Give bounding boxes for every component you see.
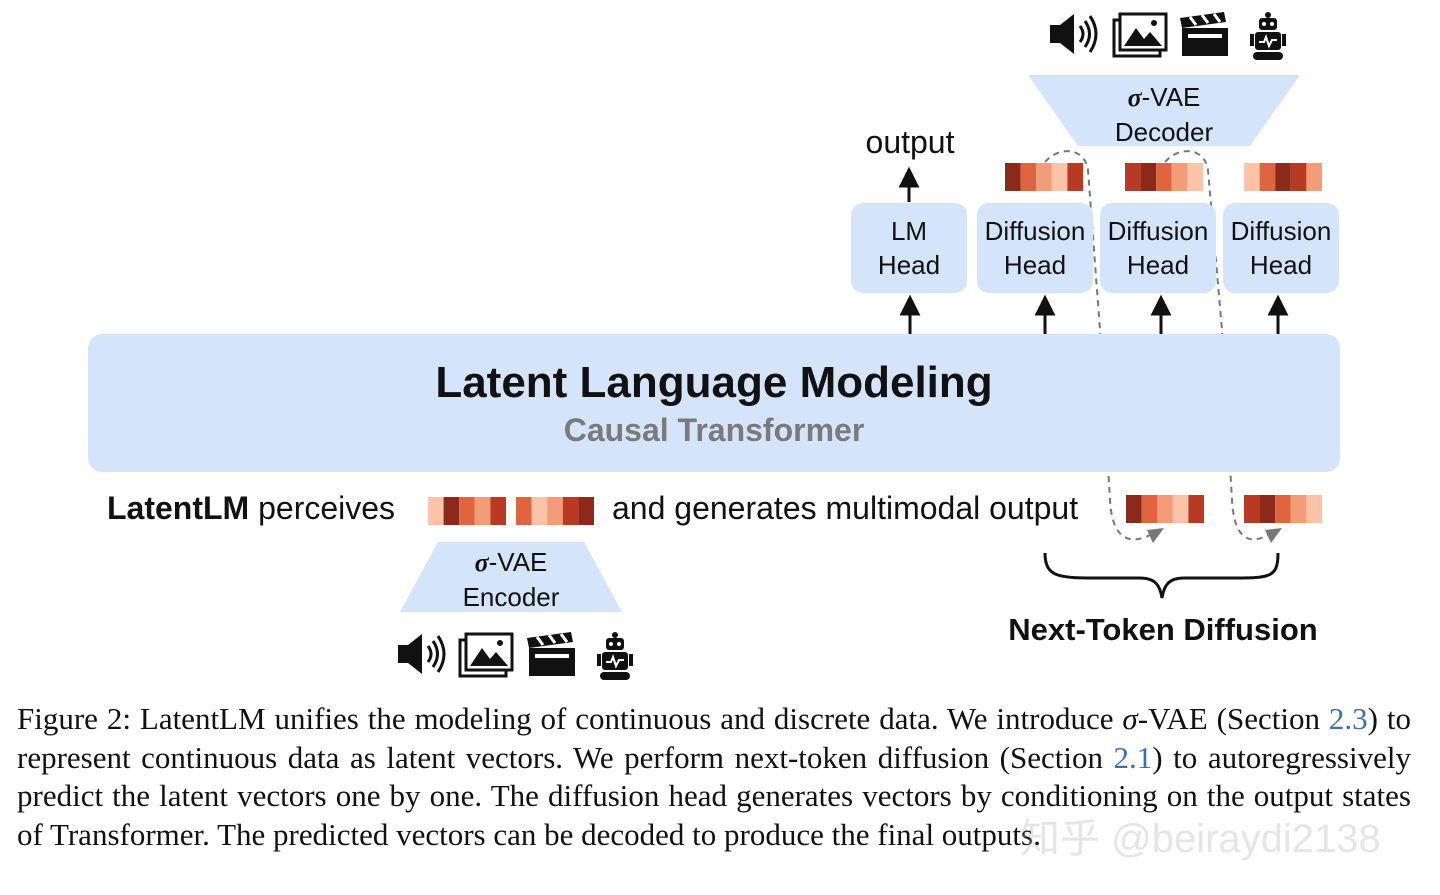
head-label-line1: Diffusion bbox=[984, 216, 1086, 246]
decoder-trapezoid bbox=[1028, 75, 1300, 146]
token-cell bbox=[1157, 495, 1173, 523]
figure-caption: Figure 2: LatentLM unifies the modeling … bbox=[17, 700, 1411, 854]
encoder-input-speaker-icon bbox=[398, 634, 446, 674]
token-cell bbox=[1171, 163, 1188, 191]
caption-after-sigma: -VAE (Section bbox=[1137, 701, 1329, 736]
token-cell bbox=[1275, 495, 1291, 523]
encoder-input-image-icon bbox=[458, 632, 514, 678]
token-cell bbox=[1005, 163, 1021, 191]
diffusion-head-2: Diffusion Head bbox=[1100, 203, 1216, 293]
token-cell bbox=[443, 497, 460, 525]
token-cell bbox=[1172, 495, 1189, 523]
token-cell bbox=[1290, 163, 1307, 191]
caption-prefix: Figure 2: LatentLM unifies the modeling … bbox=[17, 701, 1123, 736]
diffusion-head-3: Diffusion Head bbox=[1223, 203, 1339, 293]
next-token-brace bbox=[1043, 552, 1280, 599]
decoder-token-2 bbox=[1125, 163, 1203, 191]
encoder-vae-text: -VAE bbox=[488, 547, 548, 577]
decoder-token-1 bbox=[1005, 163, 1083, 191]
token-cell bbox=[1126, 495, 1142, 523]
perceives-text: perceives bbox=[249, 490, 396, 526]
caption-sigma: σ bbox=[1122, 701, 1138, 736]
perceive-line-right: and generates multimodal output bbox=[612, 490, 1079, 526]
caption-rest: ) to autoregressively predict the latent… bbox=[17, 739, 1411, 852]
token-cell bbox=[1051, 163, 1068, 191]
head-label-line1: LM bbox=[890, 216, 928, 246]
token-cell bbox=[562, 497, 579, 525]
encoder-label: σ-VAE Encoder bbox=[430, 545, 592, 614]
decoder-token-3 bbox=[1244, 163, 1322, 191]
head-label-line2: Head bbox=[877, 250, 941, 280]
token-cell bbox=[1306, 495, 1322, 523]
token-cell bbox=[1067, 163, 1083, 191]
token-cell bbox=[1259, 163, 1276, 191]
latent-language-modeling-block bbox=[88, 334, 1340, 472]
token-cell bbox=[1156, 163, 1172, 191]
encoder-trapezoid bbox=[400, 542, 622, 612]
token-cell bbox=[1036, 163, 1052, 191]
head-label-line2: Head bbox=[1126, 250, 1190, 280]
token-cell bbox=[1306, 163, 1322, 191]
decoder-output-speaker-icon bbox=[1050, 14, 1098, 54]
head-label-line2: Head bbox=[1249, 250, 1313, 280]
output-label: output bbox=[865, 124, 955, 160]
decoder-vae-text: -VAE bbox=[1141, 82, 1201, 112]
caption-ref-section-2-3[interactable]: 2.3 bbox=[1328, 701, 1368, 736]
token-cell bbox=[1275, 163, 1291, 191]
caption-mid: ) to represent continuous data as latent… bbox=[17, 701, 1411, 775]
token-cell bbox=[516, 497, 532, 525]
main-block-title: Latent Language Modeling bbox=[435, 358, 993, 407]
decoder-label: σ-VAE Decoder bbox=[1078, 80, 1250, 149]
token-cell bbox=[1125, 163, 1141, 191]
watermark: 知乎 @beiraydi2138 bbox=[1020, 817, 1381, 861]
token-cell bbox=[1187, 163, 1203, 191]
encoder-sigma: σ bbox=[474, 548, 489, 577]
perceive-line-left: LatentLM perceives bbox=[107, 490, 395, 527]
next-token-diffusion-label: Next-Token Diffusion bbox=[1008, 612, 1318, 647]
latentlm-brand: LatentLM bbox=[107, 490, 250, 526]
diffusion-head-1: Diffusion Head bbox=[977, 203, 1093, 293]
output-token-1 bbox=[1126, 495, 1204, 523]
decoder-text: Decoder bbox=[1114, 117, 1214, 147]
head-label-line1: Diffusion bbox=[1230, 216, 1332, 246]
token-cell bbox=[531, 497, 548, 525]
encoder-input-clapperboard-icon bbox=[527, 632, 575, 676]
token-cell bbox=[547, 497, 563, 525]
decoder-output-clapperboard-icon bbox=[1180, 12, 1228, 56]
token-cell bbox=[1020, 163, 1037, 191]
token-cell bbox=[1188, 495, 1204, 523]
decoder-sigma: σ bbox=[1127, 83, 1142, 112]
token-cell bbox=[490, 497, 506, 525]
token-cell bbox=[428, 497, 444, 525]
lm-head: LM Head bbox=[851, 203, 967, 293]
token-cell bbox=[1244, 495, 1260, 523]
caption-ref-section-2-1[interactable]: 2.1 bbox=[1113, 739, 1153, 775]
head-label-line1: Diffusion bbox=[1107, 216, 1209, 246]
token-cell bbox=[578, 497, 594, 525]
decoder-output-robot-icon bbox=[1250, 12, 1286, 60]
main-block-subtitle: Causal Transformer bbox=[563, 412, 865, 448]
token-cell bbox=[1244, 163, 1260, 191]
dashed-arrowheads bbox=[1147, 528, 1282, 543]
token-cell bbox=[1140, 163, 1157, 191]
input-token-1 bbox=[428, 497, 506, 525]
decoder-output-image-icon bbox=[1112, 12, 1168, 58]
encoder-input-robot-icon bbox=[597, 632, 633, 680]
head-label-line2: Head bbox=[1003, 250, 1067, 280]
encoder-text: Encoder bbox=[462, 582, 560, 612]
token-cell bbox=[1290, 495, 1307, 523]
head-arrows bbox=[898, 166, 1289, 334]
token-cell bbox=[474, 497, 491, 525]
token-cell bbox=[459, 497, 475, 525]
output-token-2 bbox=[1244, 495, 1322, 523]
token-cell bbox=[1141, 495, 1158, 523]
input-token-2 bbox=[516, 497, 594, 525]
token-cell bbox=[1259, 495, 1276, 523]
